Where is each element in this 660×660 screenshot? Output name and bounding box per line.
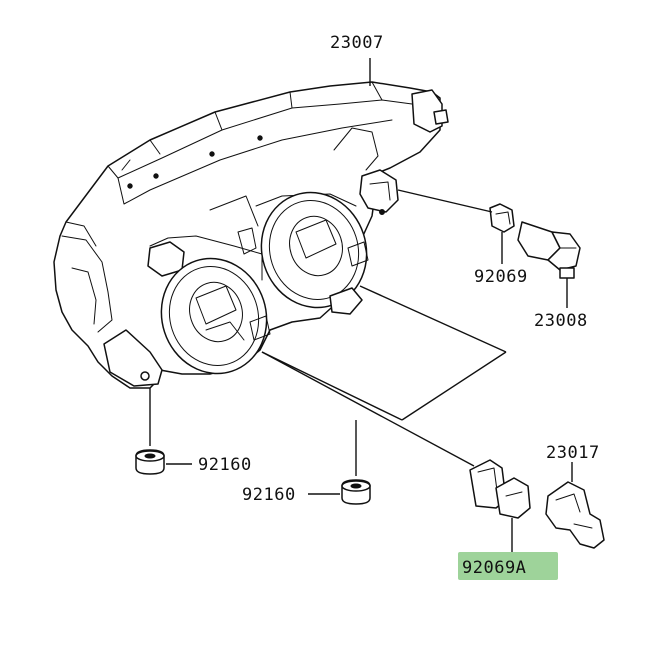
highlight-box: [458, 552, 558, 580]
label-92160-left: 92160: [198, 455, 252, 475]
label-92160-center: 92160: [242, 485, 296, 505]
position-bulb[interactable]: [489, 203, 515, 264]
label-23017: 23017: [546, 443, 600, 463]
label-23007: 23007: [330, 33, 384, 53]
leader-lines: [149, 58, 507, 495]
part-labels: 23007 92069 23008 92160 92160 23017 9206…: [198, 33, 600, 580]
label-23008: 23008: [534, 311, 588, 331]
grommet-center[interactable]: [341, 479, 371, 505]
label-92069A: 92069A: [462, 558, 526, 578]
headlight-socket[interactable]: [545, 462, 605, 549]
position-socket[interactable]: [517, 221, 581, 308]
label-92069: 92069: [474, 267, 528, 287]
headlight-bulb[interactable]: [469, 459, 531, 552]
grommet-left[interactable]: [135, 449, 165, 475]
headlight-housing[interactable]: [53, 81, 449, 389]
